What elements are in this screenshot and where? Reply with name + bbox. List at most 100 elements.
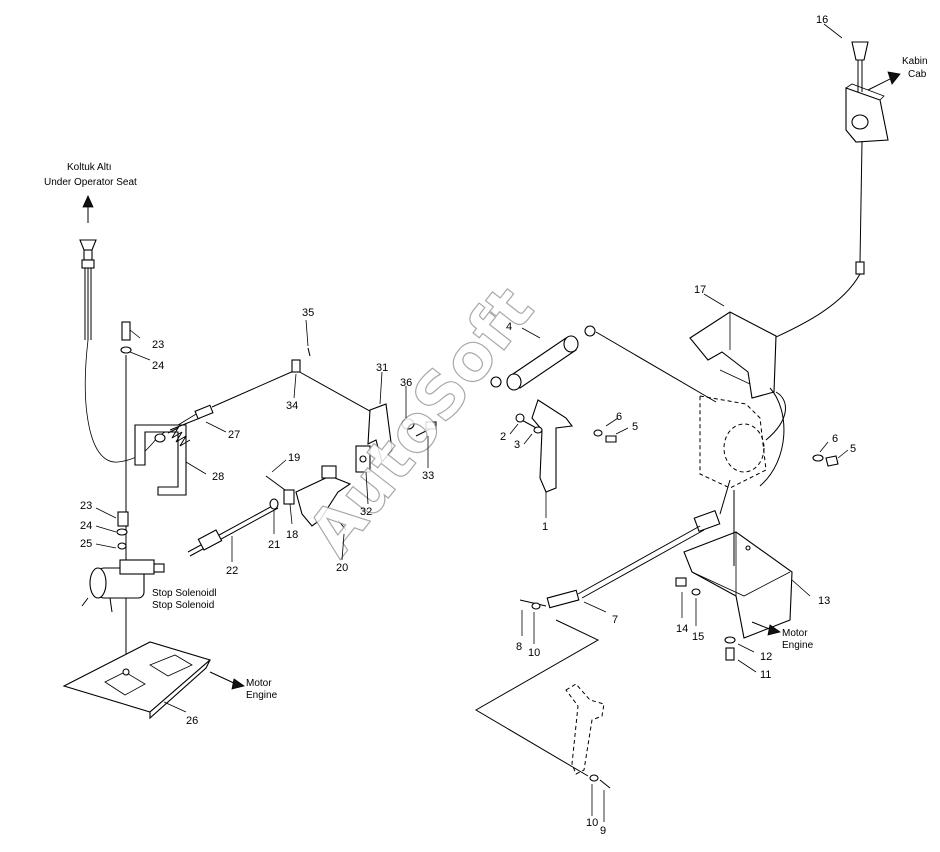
- leader-2: [509, 423, 519, 435]
- cable-body: [84, 268, 92, 340]
- cover-17: [689, 311, 777, 399]
- hand-cable-fitting: [855, 261, 865, 275]
- callout-6-right: 6: [832, 433, 838, 445]
- lever-stud: [321, 465, 337, 479]
- governor-lever-1: [531, 399, 574, 493]
- leader-24b: [95, 525, 117, 533]
- cylinder-4-end-b: [563, 335, 579, 353]
- callout-10-lower: 10: [586, 817, 598, 829]
- governor-link-right: [595, 331, 717, 403]
- leader-24a: [129, 351, 151, 361]
- spring-coil: [167, 417, 201, 447]
- spring-end-fitting: [194, 404, 214, 420]
- callout-13: 13: [818, 595, 830, 607]
- bracket-28-body: [134, 424, 187, 496]
- solenoid-plunger-housing: [119, 559, 155, 575]
- leader-4: [521, 327, 541, 339]
- hand-cable-run: [769, 273, 861, 341]
- bracket-13-hole: [745, 545, 751, 551]
- callout-5-center: 5: [632, 421, 638, 433]
- callout-32: 32: [360, 506, 372, 518]
- leader-20: [341, 533, 345, 561]
- hand-control-cable: [859, 141, 863, 263]
- callout-24-lower: 24: [80, 520, 92, 532]
- leader-17: [703, 293, 725, 307]
- cable-7-line-a: [577, 525, 701, 595]
- washer-10-upper: [531, 602, 541, 610]
- leader-6r: [819, 441, 829, 453]
- clevis-34: [291, 359, 301, 373]
- callout-25: 25: [80, 538, 92, 550]
- bracket-13: [675, 490, 793, 661]
- throttle-cable-7: [475, 479, 731, 777]
- leader-28: [185, 461, 207, 475]
- label-cab-tr: Kabin: [902, 56, 928, 67]
- cylinder-4-end-a: [506, 373, 522, 391]
- bolt-2: [515, 413, 525, 423]
- plate-26-edge: [149, 659, 211, 720]
- leader-26: [163, 701, 187, 713]
- nut-5-center: [605, 435, 617, 443]
- leader-7: [583, 601, 607, 613]
- seat-pull-handle-group: [79, 195, 201, 463]
- pin-20: [337, 519, 347, 531]
- leader-6c: [605, 417, 619, 427]
- callout-3: 3: [514, 439, 520, 451]
- callout-23-upper: 23: [152, 339, 164, 351]
- washer-24-top: [120, 346, 132, 354]
- label-cab-en: Cab: [908, 69, 927, 80]
- callout-34: 34: [286, 400, 298, 412]
- text-labels: Koltuk Altı Under Operator Seat Kabin Ca…: [44, 56, 928, 701]
- leader-16: [823, 23, 843, 39]
- label-seat-tr: Koltuk Altı: [67, 162, 111, 173]
- motor-left-arrow-shaft: [209, 671, 237, 685]
- callout-11: 11: [760, 669, 771, 681]
- motor-right-arrow-head: [767, 624, 781, 636]
- bolt-14: [675, 577, 687, 587]
- callout-19: 19: [288, 452, 300, 464]
- plate-26-cutouts: [104, 654, 193, 696]
- screw-33-head: [425, 421, 437, 430]
- callout-2: 2: [500, 431, 506, 443]
- solenoid-end: [89, 567, 107, 599]
- leader-3: [523, 433, 533, 445]
- callout-28: 28: [212, 471, 224, 483]
- pin-9: [599, 779, 611, 789]
- bolt-23-top: [121, 321, 131, 341]
- callout-31: 31: [376, 362, 388, 374]
- label-stop-en: Stop Solenoid: [152, 600, 214, 611]
- callout-12: 12: [760, 651, 772, 663]
- injection-pump-lever: [565, 683, 611, 789]
- leader-lines: [95, 23, 849, 822]
- cable-7-line-b: [581, 529, 705, 599]
- rod-22-collar: [197, 529, 223, 551]
- washer-6-center: [593, 429, 603, 437]
- callout-18: 18: [286, 529, 298, 541]
- mount-plate-26: [62, 641, 245, 720]
- hand-control-hub: [851, 114, 869, 130]
- cab-hand-control: [769, 41, 901, 341]
- bushing-36: [401, 418, 415, 430]
- leader-23a: [129, 329, 141, 339]
- solenoid-wires: [81, 597, 113, 613]
- linkage-group: [187, 347, 437, 557]
- spring-27: [167, 369, 297, 447]
- bracket-31: [367, 403, 393, 464]
- actuator-drum: [723, 423, 765, 473]
- pull-knob: [79, 239, 97, 251]
- cable-7-end: [546, 589, 580, 609]
- hand-knob-16: [851, 41, 869, 61]
- leader-23b: [95, 507, 117, 519]
- washer-6-right: [812, 454, 824, 462]
- callout-7: 7: [612, 614, 618, 626]
- callout-5-right: 5: [850, 443, 856, 455]
- bolt-23-lower: [117, 511, 129, 527]
- callout-10-upper: 10: [528, 647, 540, 659]
- knob-stem: [83, 249, 93, 261]
- pump-lever-outline: [565, 683, 605, 775]
- plate-26-top: [62, 641, 212, 713]
- callout-14: 14: [676, 623, 688, 635]
- watermark: AutoSoft: [294, 274, 548, 570]
- leader-27: [205, 421, 227, 433]
